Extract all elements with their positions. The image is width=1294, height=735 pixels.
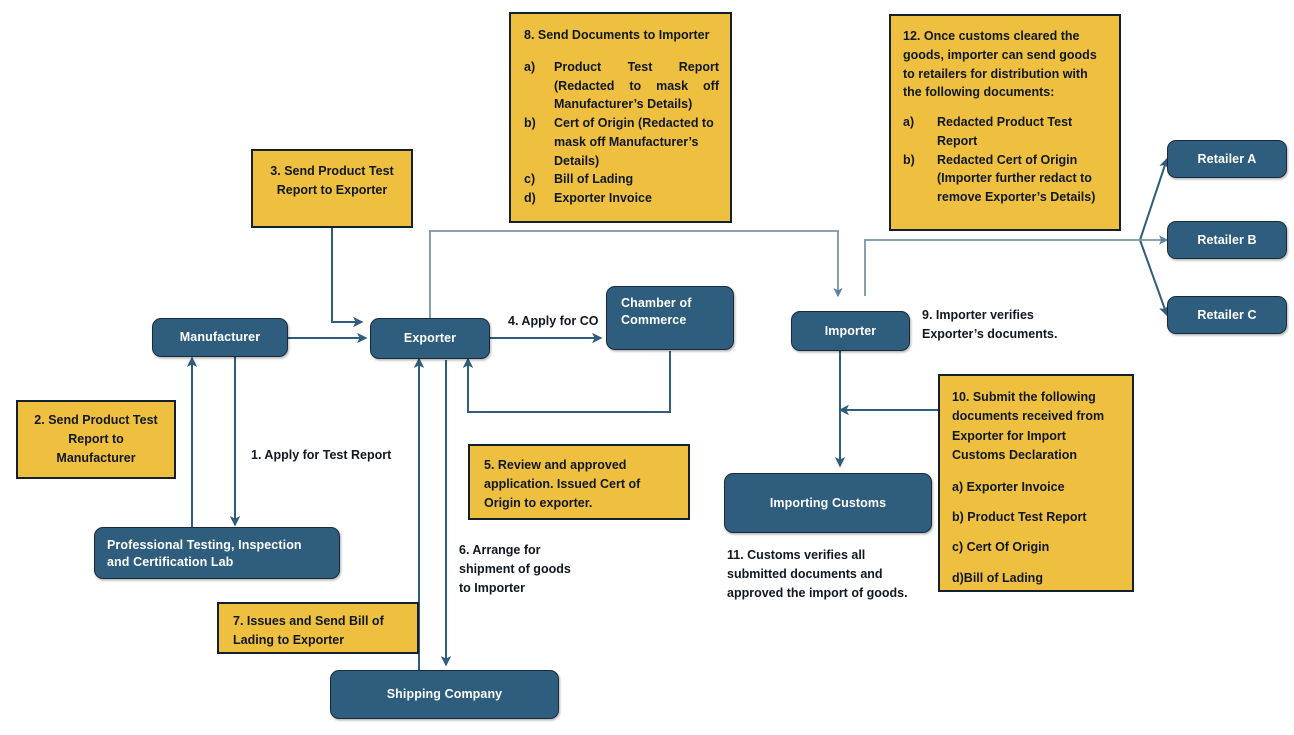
note-step-10-title-line3: Exporter for Import bbox=[952, 428, 1066, 443]
note-step-3: 3. Send Product Test Report to Exporter bbox=[251, 149, 413, 228]
note-step-8-title: 8. Send Documents to Importer bbox=[524, 28, 710, 42]
node-lab-label-line2: and Certification Lab bbox=[107, 554, 234, 569]
node-retailer-a-label: Retailer A bbox=[1197, 151, 1257, 166]
note-step-5-line1: 5. Review and approved bbox=[484, 458, 627, 472]
note-step-10-title-line1: 10. Submit the following bbox=[952, 390, 1096, 404]
edge-label-step-4-text: 4. Apply for CO bbox=[508, 314, 599, 328]
node-retailer-c-label: Retailer C bbox=[1197, 307, 1257, 322]
node-retailer-b[interactable]: Retailer B bbox=[1167, 221, 1287, 259]
note-step-8-item-text: Bill of Lading bbox=[554, 172, 634, 187]
note-step-3-line2: Report to Exporter bbox=[276, 182, 388, 197]
note-step-12-title-line3: to retailers for distribution with bbox=[903, 66, 1088, 81]
edge-junction-to-retailer-c bbox=[1139, 239, 1169, 317]
edge-label-step-6-line1: 6. Arrange for bbox=[459, 543, 541, 557]
note-step-2: 2. Send Product Test Report to Manufactu… bbox=[16, 400, 176, 479]
note-step-10-item: b) Product Test Report bbox=[952, 509, 1087, 524]
note-step-12: 12. Once customs cleared the goods, impo… bbox=[889, 14, 1121, 231]
note-step-5-line3: Origin to exporter. bbox=[484, 495, 593, 510]
note-step-10-item: a) Exporter Invoice bbox=[952, 479, 1065, 494]
note-step-8-item-marker: d) bbox=[524, 191, 536, 205]
note-step-12-list: a) Redacted Product Test Report b) Redac… bbox=[903, 113, 1109, 207]
note-step-10-item: d)Bill of Lading bbox=[952, 570, 1043, 585]
note-step-12-item-marker: a) bbox=[903, 115, 915, 129]
node-importing-customs[interactable]: Importing Customs bbox=[724, 473, 932, 533]
note-step-8-item-text: Product Test Report (Redacted to mask of… bbox=[554, 59, 719, 112]
note-step-8-item: c) Bill of Lading bbox=[524, 170, 719, 189]
edge-label-step-6: 6. Arrange for shipment of goods to Impo… bbox=[459, 541, 609, 597]
note-step-7-line1: 7. Issues and Send Bill of bbox=[233, 614, 384, 628]
note-step-2-line1: 2. Send Product Test bbox=[34, 413, 158, 428]
note-step-10-title-line4: Customs Declaration bbox=[952, 448, 1078, 463]
edge-label-step-4: 4. Apply for CO bbox=[508, 312, 628, 331]
note-step-12-title-line1: 12. Once customs cleared the bbox=[903, 29, 1080, 43]
node-retailer-a[interactable]: Retailer A bbox=[1167, 140, 1287, 178]
note-step-12-item-text: Redacted Cert of Origin (Importer furthe… bbox=[937, 152, 1096, 205]
edge-label-step-11-line2: submitted documents and bbox=[727, 566, 883, 581]
edge-label-step-6-line2: shipment of goods bbox=[459, 561, 571, 576]
note-step-8-item-marker: b) bbox=[524, 116, 536, 130]
note-step-5: 5. Review and approved application. Issu… bbox=[468, 444, 690, 520]
note-step-12-item: a) Redacted Product Test Report bbox=[903, 113, 1109, 151]
edge-label-step-9-line1: 9. Importer verifies bbox=[922, 308, 1034, 322]
edge-junction-to-retailer-a bbox=[1139, 157, 1170, 241]
edge-note3-to-exporter bbox=[331, 228, 364, 328]
note-step-12-title-line2: goods, importer can send goods bbox=[903, 47, 1097, 62]
edge-label-step-9-line2: Exporter’s documents. bbox=[922, 326, 1058, 341]
node-chamber-of-commerce[interactable]: Chamber of Commerce bbox=[606, 286, 734, 350]
edge-label-step-11: 11. Customs verifies all submitted docum… bbox=[727, 546, 957, 602]
node-exporter-label: Exporter bbox=[403, 331, 457, 346]
note-step-8-item-text: Exporter Invoice bbox=[554, 191, 652, 205]
note-step-10-title-line2: documents received from bbox=[952, 409, 1105, 424]
node-retailer-b-label: Retailer B bbox=[1197, 232, 1257, 247]
note-step-2-line2: Report to bbox=[68, 432, 124, 447]
note-step-10: 10. Submit the following documents recei… bbox=[938, 374, 1134, 592]
note-step-8: 8. Send Documents to Importer a) Product… bbox=[509, 12, 732, 223]
edge-label-step-11-line3: approved the import of goods. bbox=[727, 585, 908, 600]
note-step-2-line3: Manufacturer bbox=[56, 450, 136, 465]
node-manufacturer-label: Manufacturer bbox=[179, 330, 261, 345]
node-importing-customs-label: Importing Customs bbox=[769, 495, 887, 510]
edge-label-step-11-line1: 11. Customs verifies all bbox=[727, 548, 866, 562]
node-importer[interactable]: Importer bbox=[791, 311, 910, 351]
note-step-8-item-marker: a) bbox=[524, 59, 536, 74]
node-shipping-company[interactable]: Shipping Company bbox=[330, 670, 559, 719]
node-chamber-label-line1: Chamber of bbox=[621, 296, 692, 310]
note-step-8-item: d) Exporter Invoice bbox=[524, 189, 719, 208]
note-step-8-item-text: Cert of Origin (Redacted to mask off Man… bbox=[554, 116, 714, 168]
note-step-8-gap bbox=[524, 47, 719, 58]
note-step-7-line2: Lading to Exporter bbox=[233, 632, 345, 647]
note-step-8-list: a) Product Test Report (Redacted to mask… bbox=[524, 58, 719, 208]
note-step-8-item: a) Product Test Report (Redacted to mask… bbox=[524, 58, 719, 114]
note-step-12-title-line4: the following documents: bbox=[903, 85, 1055, 100]
note-step-8-item: b) Cert of Origin (Redacted to mask off … bbox=[524, 114, 719, 170]
note-step-12-item-marker: b) bbox=[903, 152, 915, 167]
node-lab-label-line1: Professional Testing, Inspection bbox=[107, 538, 302, 552]
note-step-12-item-text: Redacted Product Test Report bbox=[937, 115, 1073, 148]
node-testing-lab[interactable]: Professional Testing, Inspection and Cer… bbox=[94, 527, 340, 579]
note-step-10-item: c) Cert Of Origin bbox=[952, 540, 1050, 555]
note-step-12-gap bbox=[903, 102, 1109, 113]
edge-label-step-1-text: 1. Apply for Test Report bbox=[251, 448, 392, 462]
note-step-5-line2: application. Issued Cert of bbox=[484, 476, 641, 491]
note-step-7: 7. Issues and Send Bill of Lading to Exp… bbox=[217, 602, 419, 654]
note-step-10-gap bbox=[952, 466, 1122, 478]
node-shipping-company-label: Shipping Company bbox=[386, 687, 503, 702]
node-importer-label: Importer bbox=[824, 323, 877, 338]
node-chamber-label-line2: Commerce bbox=[621, 312, 687, 327]
note-step-12-item: b) Redacted Cert of Origin (Importer fur… bbox=[903, 151, 1109, 207]
edge-chamber-to-exporter bbox=[462, 351, 671, 413]
node-exporter[interactable]: Exporter bbox=[370, 318, 490, 359]
note-step-8-item-marker: c) bbox=[524, 172, 536, 187]
edge-label-step-1: 1. Apply for Test Report bbox=[251, 446, 451, 465]
edge-label-step-6-line3: to Importer bbox=[459, 580, 525, 595]
node-retailer-c[interactable]: Retailer C bbox=[1167, 296, 1287, 334]
edge-label-step-9: 9. Importer verifies Exporter’s document… bbox=[922, 306, 1102, 344]
edge-importer-to-retailer-b bbox=[864, 235, 1169, 296]
node-manufacturer[interactable]: Manufacturer bbox=[152, 318, 288, 357]
note-step-3-line1: 3. Send Product Test bbox=[270, 164, 394, 178]
